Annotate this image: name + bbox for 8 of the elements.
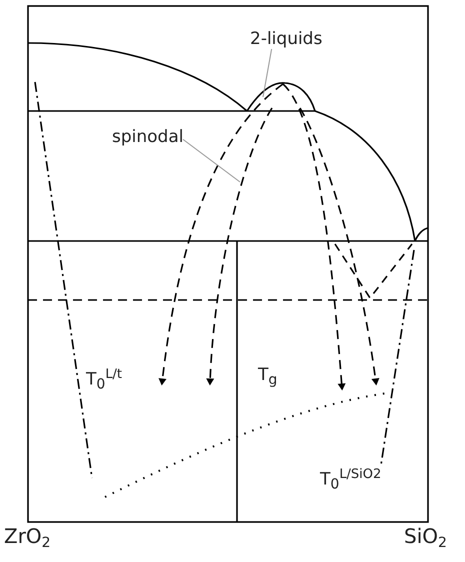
leader-line (182, 138, 240, 182)
leader-line (262, 48, 272, 98)
axis-end-label: SiO$_{2}$ (404, 525, 447, 552)
curve-label: spinodal (112, 128, 184, 147)
temperature-label: T$_{g}$ (258, 366, 278, 389)
axis-end-label: ZrO$_{2}$ (4, 525, 51, 552)
curve-label: 2-liquids (250, 30, 322, 49)
spinodal-curve (206, 108, 380, 386)
